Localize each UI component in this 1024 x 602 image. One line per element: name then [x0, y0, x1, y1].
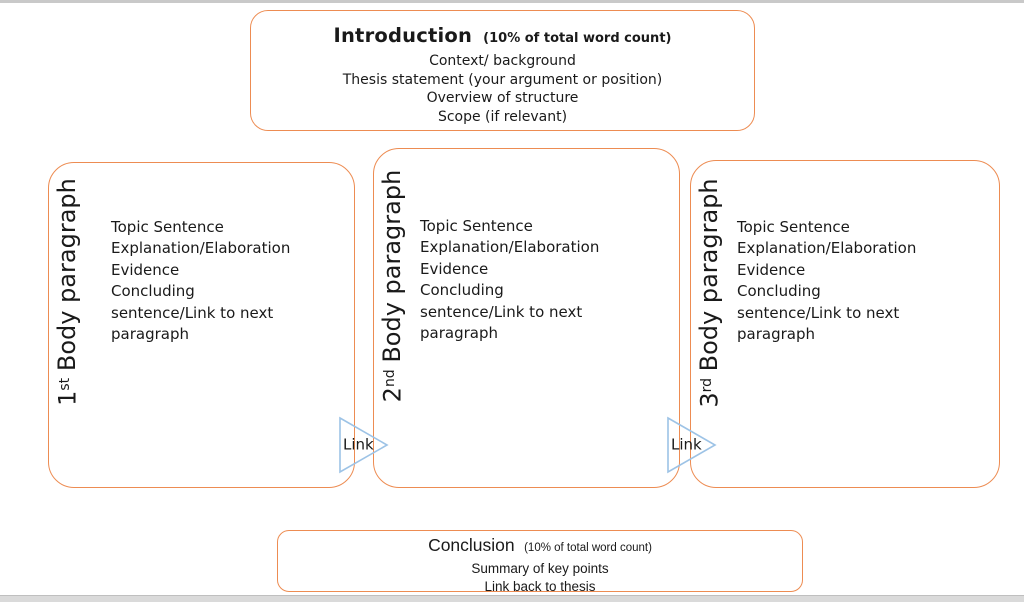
body-paragraph-box-1: 1st Body paragraph Topic Sentence Explana…	[48, 162, 355, 488]
conclusion-line: Summary of key points	[471, 561, 609, 576]
content-line: Topic Sentence	[737, 218, 850, 236]
content-line: sentence/Link to next	[420, 302, 583, 321]
conclusion-line: Link back to thesis	[484, 578, 596, 594]
introduction-title: Introduction	[333, 24, 473, 47]
content-line: Explanation/Elaboration	[111, 239, 291, 258]
content-line: Concluding	[111, 282, 195, 301]
introduction-line: Overview of structure	[426, 90, 579, 106]
content-line: Topic Sentence	[420, 217, 533, 235]
content-line: sentence/Link to next	[111, 303, 274, 322]
body-paragraph-1-label: 1st Body paragraph	[48, 152, 82, 432]
body-paragraph-1-content: Topic Sentence Explanation/Elaboration E…	[111, 217, 290, 345]
link-arrow-icon	[667, 416, 717, 474]
label-text: Body paragraph	[53, 178, 82, 372]
ordinal-suffix: rd	[699, 378, 715, 393]
link-arrow-2: Link	[667, 416, 717, 474]
link-label: Link	[343, 435, 374, 454]
bottom-edge-strip	[0, 595, 1024, 602]
content-line: Topic Sentence	[111, 218, 224, 236]
introduction-line: Context/ background	[429, 53, 576, 69]
ordinal-number: 2	[378, 387, 407, 403]
ordinal-suffix: nd	[382, 369, 398, 388]
ordinal-suffix: st	[57, 377, 73, 391]
introduction-title-row: Introduction (10% of total word count)	[251, 22, 754, 52]
content-line: paragraph	[111, 325, 189, 344]
body-paragraph-box-2: 2nd Body paragraph Topic Sentence Explana…	[373, 148, 680, 488]
conclusion-title-row: Conclusion (10% of total word count)	[278, 533, 802, 560]
ordinal-number: 1	[53, 390, 82, 406]
introduction-line: Thesis statement (your argument or posit…	[342, 71, 663, 88]
content-line: Explanation/Elaboration	[737, 239, 917, 258]
content-line: paragraph	[420, 324, 498, 343]
content-line: Evidence	[420, 259, 489, 278]
content-line: Evidence	[111, 260, 180, 279]
link-arrow-icon	[339, 416, 389, 474]
label-text: Body paragraph	[695, 178, 724, 372]
conclusion-box: Conclusion (10% of total word count) Sum…	[277, 530, 803, 594]
introduction-box: Introduction (10% of total word count) C…	[250, 10, 755, 131]
body-paragraph-box-3: 3rd Body paragraph Topic Sentence Explana…	[690, 160, 1000, 488]
body-paragraph-3-label: 3rd Body paragraph	[690, 153, 724, 433]
content-line: paragraph	[737, 325, 815, 344]
content-line: sentence/Link to next	[737, 303, 900, 322]
link-label: Link	[671, 435, 702, 454]
content-line: Evidence	[737, 260, 806, 279]
conclusion-title: Conclusion	[428, 535, 515, 555]
ordinal-number: 3	[695, 392, 724, 408]
link-arrow-1: Link	[339, 416, 389, 474]
content-line: Explanation/Elaboration	[420, 238, 600, 257]
introduction-line: Scope (if relevant)	[437, 108, 568, 125]
body-paragraph-2-content: Topic Sentence Explanation/Elaboration E…	[420, 216, 599, 344]
body-paragraph-2-label: 2nd Body paragraph	[373, 146, 407, 426]
top-edge-strip	[0, 0, 1024, 3]
introduction-subtitle: (10% of total word count)	[483, 31, 672, 46]
body-paragraph-3-content: Topic Sentence Explanation/Elaboration E…	[737, 217, 916, 345]
content-line: Concluding	[420, 281, 504, 300]
content-line: Concluding	[737, 282, 821, 301]
conclusion-subtitle: (10% of total word count)	[524, 542, 652, 554]
label-text: Body paragraph	[378, 169, 407, 363]
